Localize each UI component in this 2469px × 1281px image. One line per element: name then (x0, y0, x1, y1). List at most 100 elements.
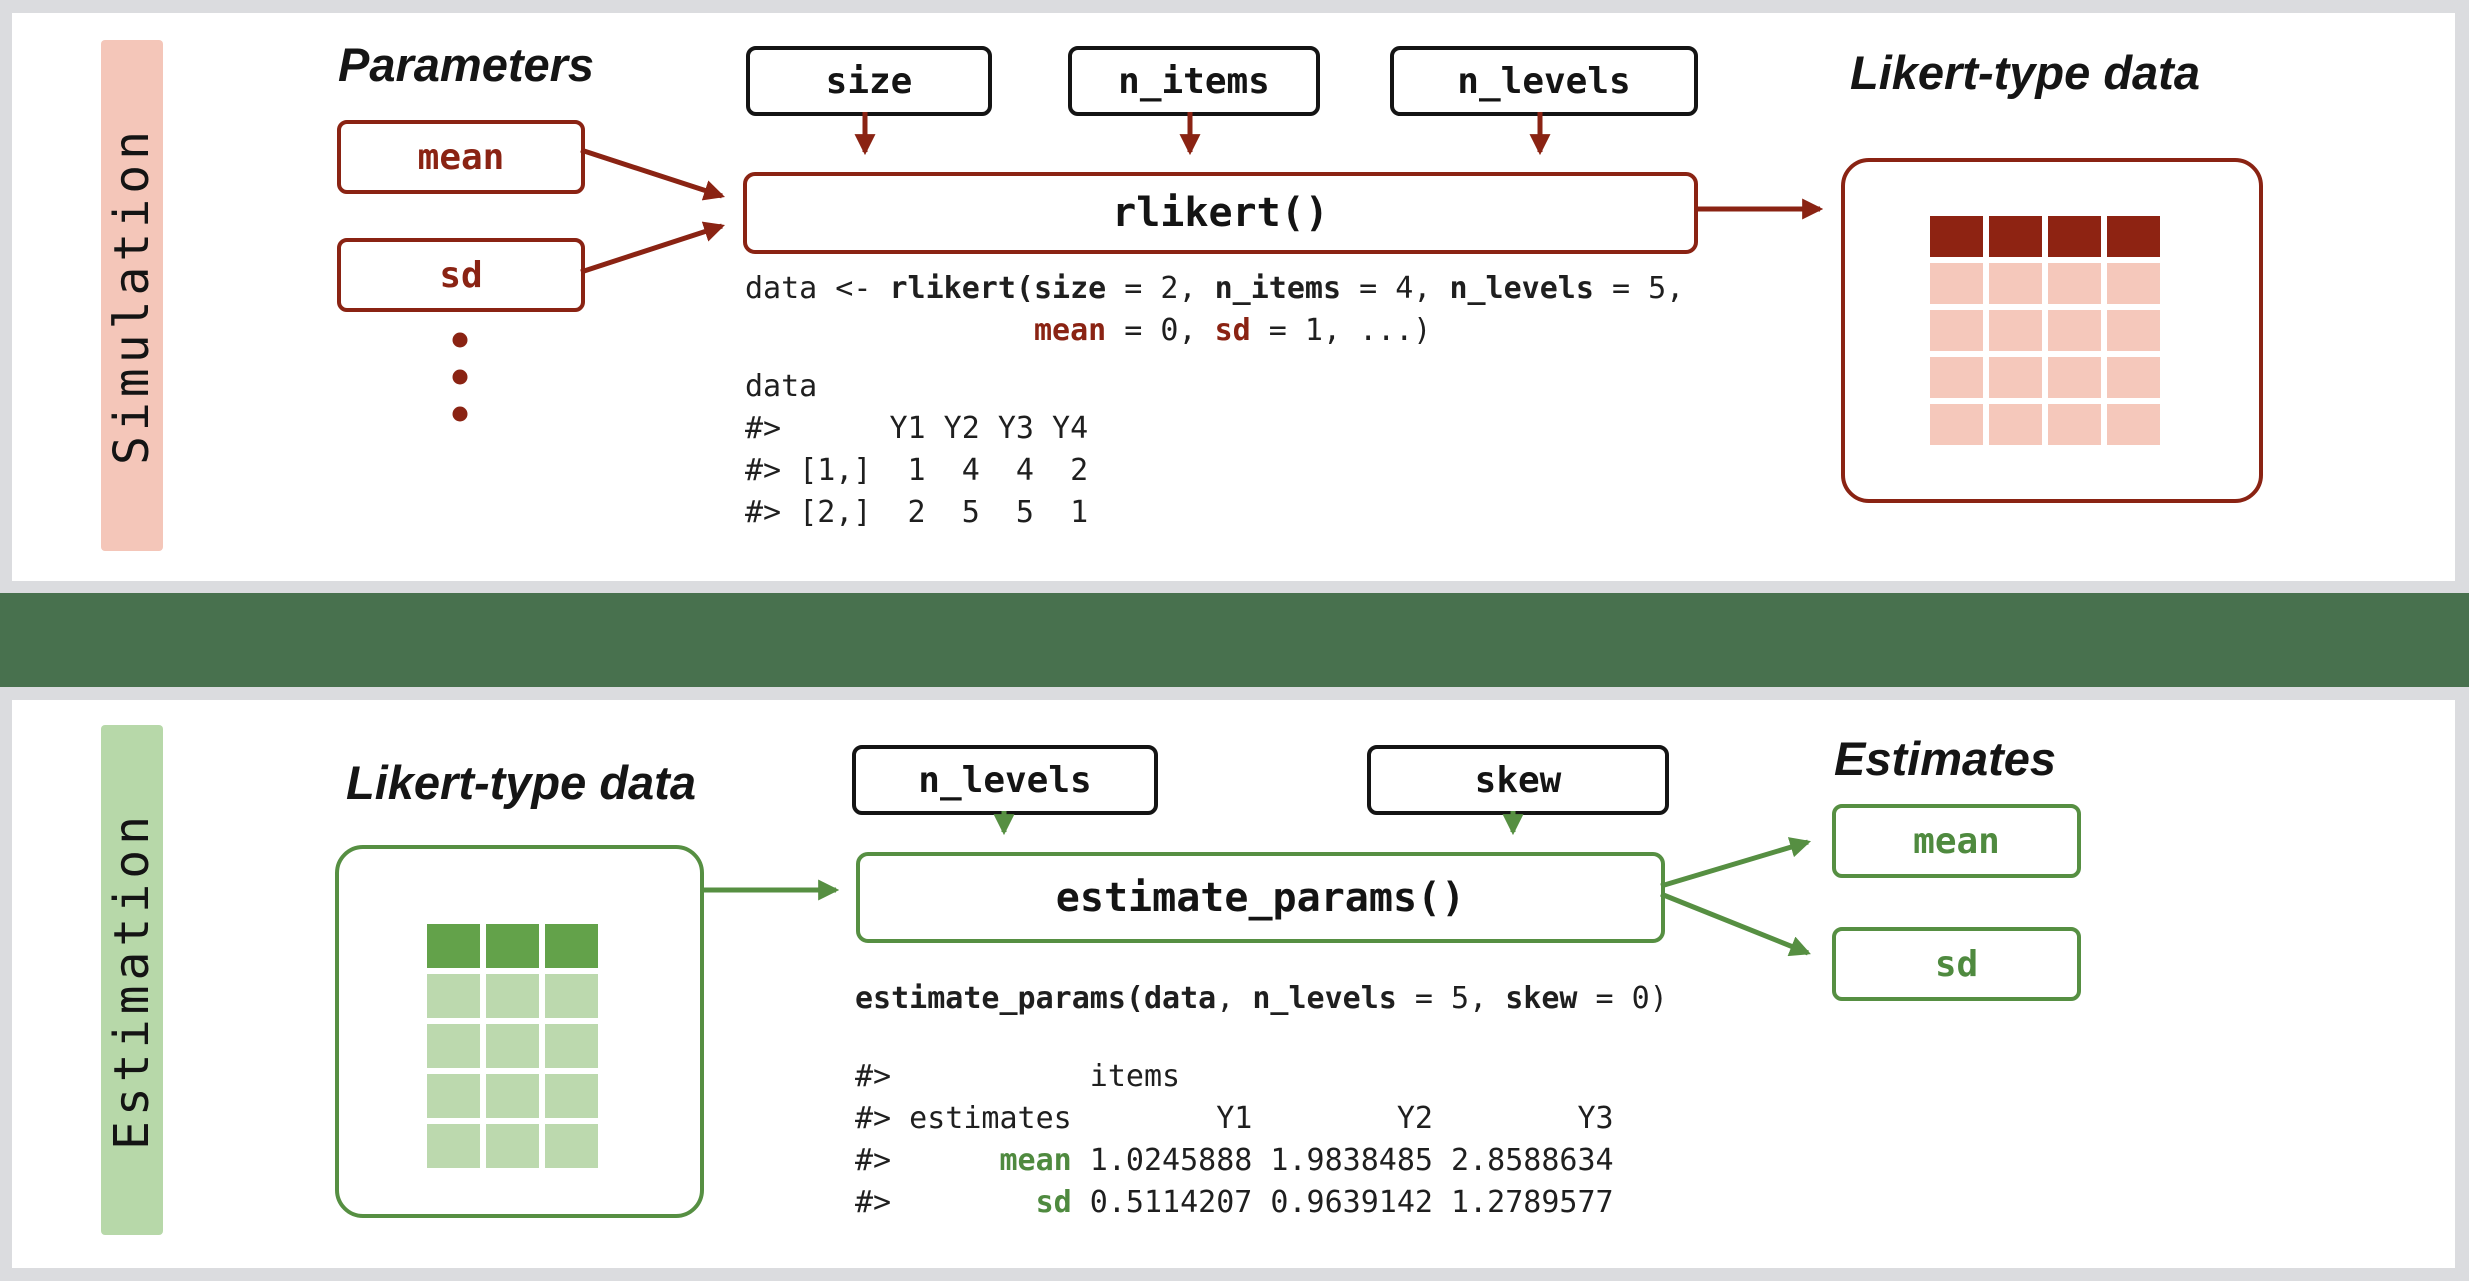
table-cell (1930, 263, 1983, 304)
code-segment: = 1, ...) (1250, 313, 1432, 348)
likert-table-green (427, 924, 598, 1168)
sd-estimate-label: sd (1934, 943, 1979, 985)
code-segment: data <- (745, 271, 890, 306)
table-cell (1930, 357, 1983, 398)
estimation-section-bar: Estimation (101, 725, 163, 1235)
n-items-arg-box: n_items (1068, 46, 1320, 116)
code-segment: , (1216, 981, 1253, 1016)
mean-param-label: mean (417, 136, 505, 178)
simulation-section-label: Simulation (104, 126, 160, 465)
code-segment: estimate_params( (855, 981, 1144, 1016)
mean-estimate-box: mean (1832, 804, 2081, 878)
table-cell (2048, 310, 2101, 351)
separator-band (0, 593, 2469, 687)
code-segment: #> (855, 1185, 1036, 1220)
table-cell (427, 974, 480, 1018)
table-header-cell (2107, 216, 2160, 257)
skew-arg-label: skew (1474, 759, 1562, 801)
code-line: #> [2,] 2 5 5 1 (745, 492, 1684, 534)
likert-data-heading-top: Likert-type data (1850, 46, 2200, 99)
code-segment: mean (1033, 313, 1107, 348)
n-levels-arg-label-2: n_levels (918, 759, 1092, 801)
table-cell (1989, 404, 2042, 445)
table-cell (1930, 310, 1983, 351)
table-header-cell (1989, 216, 2042, 257)
estimation-section-label: Estimation (104, 810, 160, 1150)
table-cell (427, 1074, 480, 1118)
code-segment: mean (999, 1143, 1072, 1178)
simulation-code-block: data <- rlikert(size = 2, n_items = 4, n… (745, 268, 1684, 534)
n-levels-arg-label: n_levels (1457, 60, 1631, 102)
table-cell (545, 1074, 598, 1118)
table-cell (545, 974, 598, 1018)
sd-param-label: sd (439, 254, 483, 296)
sd-param-box: sd (337, 238, 585, 312)
code-segment: 0.5114207 0.9639142 1.2789577 (1071, 1185, 1614, 1220)
code-segment: = 2, (1106, 271, 1215, 306)
code-segment: data (1143, 981, 1217, 1016)
simulation-section-bar: Simulation (101, 40, 163, 551)
likert-table-red (1930, 216, 2160, 445)
table-header-cell (486, 924, 539, 968)
n-items-arg-label: n_items (1118, 60, 1270, 102)
code-segment: n_items (1214, 271, 1342, 306)
code-line: #> items (855, 1056, 1668, 1098)
skew-arg-box: skew (1367, 745, 1669, 815)
code-line: #> Y1 Y2 Y3 Y4 (745, 408, 1684, 450)
code-segment: = 0) (1577, 981, 1668, 1016)
code-segment: = 4, (1341, 271, 1450, 306)
table-cell (486, 1074, 539, 1118)
table-header-cell (545, 924, 598, 968)
table-header-cell (2048, 216, 2101, 257)
code-segment: = 5, (1593, 271, 1685, 306)
code-segment: #> [1,] 1 4 4 2 (745, 453, 1089, 488)
table-cell (2107, 310, 2160, 351)
code-line: mean = 0, sd = 1, ...) (745, 310, 1684, 352)
code-segment: #> items (855, 1059, 1181, 1094)
code-line: #> mean 1.0245888 1.9838485 2.8588634 (855, 1140, 1668, 1182)
rlikert-function-label: rlikert() (1112, 190, 1329, 236)
table-cell (427, 1124, 480, 1168)
mean-estimate-label: mean (1913, 820, 2000, 862)
table-cell (2048, 357, 2101, 398)
code-line: data <- rlikert(size = 2, n_items = 4, n… (745, 268, 1684, 310)
code-segment: size (1034, 271, 1107, 306)
mean-param-box: mean (337, 120, 585, 194)
code-segment: data (745, 369, 818, 404)
table-cell (1989, 357, 2042, 398)
table-cell (545, 1024, 598, 1068)
table-cell (486, 974, 539, 1018)
n-levels-arg-box-2: n_levels (852, 745, 1158, 815)
code-segment: n_levels (1252, 981, 1397, 1016)
table-cell (1989, 310, 2042, 351)
table-cell (2048, 263, 2101, 304)
table-cell (2048, 404, 2101, 445)
estimate-params-function-label: estimate_params() (1055, 874, 1466, 921)
code-segment: #> [2,] 2 5 5 1 (745, 495, 1089, 530)
table-cell (486, 1024, 539, 1068)
table-cell (1989, 263, 2042, 304)
code-line: data (745, 366, 1684, 408)
code-segment: = 0, (1106, 313, 1215, 348)
code-segment: sd (1214, 313, 1251, 348)
estimation-code-block: estimate_params(data, n_levels = 5, skew… (855, 978, 1668, 1224)
table-cell (2107, 263, 2160, 304)
code-segment: sd (1035, 1185, 1072, 1220)
code-segment: #> (855, 1143, 1000, 1178)
table-cell (545, 1124, 598, 1168)
table-header-cell (1930, 216, 1983, 257)
code-segment: skew (1505, 981, 1578, 1016)
rlikert-function-box: rlikert() (743, 172, 1698, 254)
table-cell (1930, 404, 1983, 445)
size-arg-label: size (825, 60, 913, 102)
code-line: #> [1,] 1 4 4 2 (745, 450, 1684, 492)
code-line: #> estimates Y1 Y2 Y3 (855, 1098, 1668, 1140)
table-cell (2107, 404, 2160, 445)
code-segment: 1.0245888 1.9838485 2.8588634 (1071, 1143, 1614, 1178)
likert-data-heading-bottom: Likert-type data (346, 756, 696, 809)
code-line: estimate_params(data, n_levels = 5, skew… (855, 978, 1668, 1020)
code-segment: #> Y1 Y2 Y3 Y4 (745, 411, 1089, 446)
table-cell (2107, 357, 2160, 398)
table-cell (427, 1024, 480, 1068)
